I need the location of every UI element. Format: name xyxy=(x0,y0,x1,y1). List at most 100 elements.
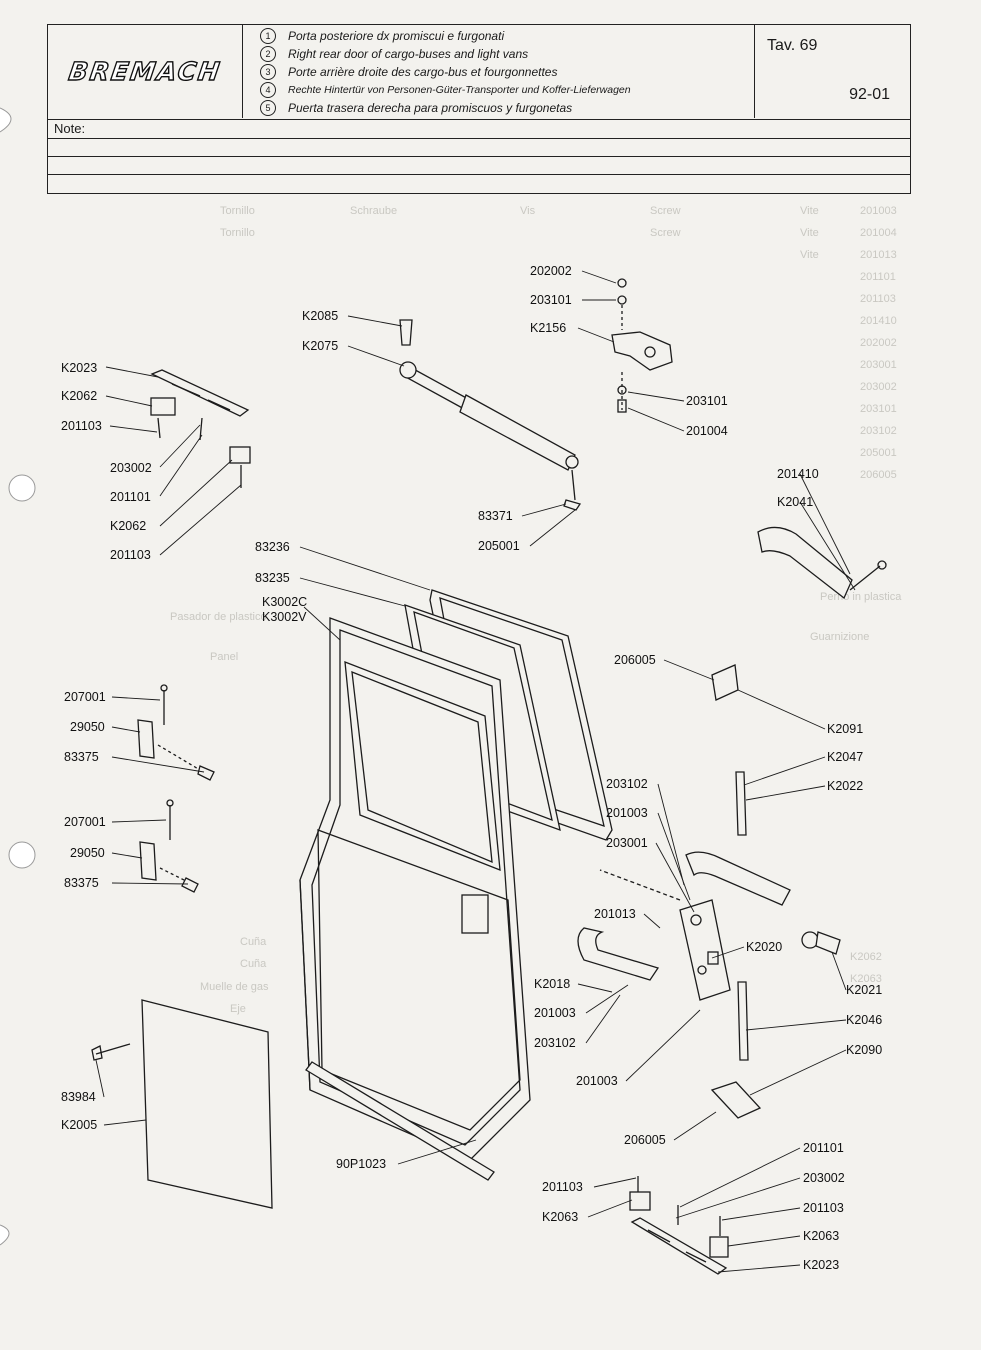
svg-text:Screw: Screw xyxy=(650,227,681,239)
left-hinge-set-lower xyxy=(139,799,199,893)
part-labels: K2023 K2062 201103 203002 201101 K2062 2… xyxy=(61,264,882,1272)
binder-hole xyxy=(0,107,12,133)
label-k2085: K2085 xyxy=(302,309,338,323)
label-29050: 29050 xyxy=(70,846,105,860)
title-text: Rechte Hintertür von Personen-Güter-Tran… xyxy=(288,84,631,96)
svg-text:K2063: K2063 xyxy=(850,973,882,985)
label-k2041: K2041 xyxy=(777,495,813,509)
svg-text:Muelle de gas: Muelle de gas xyxy=(200,981,269,993)
svg-text:Schraube: Schraube xyxy=(350,205,397,217)
revision-code: 92-01 xyxy=(849,86,890,103)
notes-label: Note: xyxy=(54,121,86,136)
label-201101: 201101 xyxy=(803,1141,844,1155)
label-29050: 29050 xyxy=(70,720,105,734)
label-201003: 201003 xyxy=(534,1006,576,1020)
label-201103: 201103 xyxy=(110,548,151,562)
logo-cell: BREMACH xyxy=(48,25,243,118)
gas-spring xyxy=(399,319,582,511)
svg-text:201103: 201103 xyxy=(860,293,896,305)
svg-text:Panel: Panel xyxy=(210,651,238,663)
svg-text:202002: 202002 xyxy=(860,337,897,349)
title-number: 5 xyxy=(260,100,276,116)
label-k2062: K2062 xyxy=(61,389,97,403)
svg-text:Tornillo: Tornillo xyxy=(220,227,255,239)
title-line-en: 2 Right rear door of cargo-buses and ligh… xyxy=(248,45,748,63)
table-number: Tav. 69 xyxy=(767,37,818,54)
svg-text:203101: 203101 xyxy=(860,403,897,415)
label-k2020: K2020 xyxy=(746,940,782,954)
svg-text:201101: 201101 xyxy=(860,271,896,283)
label-k2062: K2062 xyxy=(110,519,146,533)
label-k2046: K2046 xyxy=(846,1013,882,1027)
title-number: 4 xyxy=(260,82,276,98)
label-207001: 207001 xyxy=(64,690,106,704)
label-201103: 201103 xyxy=(803,1201,844,1215)
label-90p1023: 90P1023 xyxy=(336,1157,386,1171)
label-201410: 201410 xyxy=(777,467,819,481)
label-k2022: K2022 xyxy=(827,779,863,793)
label-203101: 203101 xyxy=(530,293,572,307)
label-k3002c: K3002C xyxy=(262,595,307,609)
label-k2091: K2091 xyxy=(827,722,863,736)
label-83236: 83236 xyxy=(255,540,290,554)
svg-text:203001: 203001 xyxy=(860,359,897,371)
label-201003: 201003 xyxy=(606,806,648,820)
label-205001: 205001 xyxy=(478,539,520,553)
label-k2023: K2023 xyxy=(61,361,97,375)
svg-text:Cuña: Cuña xyxy=(240,958,267,970)
binder-hole xyxy=(8,841,36,869)
label-k2063: K2063 xyxy=(803,1229,839,1243)
label-207001: 207001 xyxy=(64,815,106,829)
label-202002: 202002 xyxy=(530,264,572,278)
label-k2018: K2018 xyxy=(534,977,570,991)
title-line-de: 4 Rechte Hintertür von Personen-Güter-Tra… xyxy=(248,81,748,99)
label-201013: 201013 xyxy=(594,907,636,921)
notes-row-line xyxy=(48,174,910,175)
label-201003: 201003 xyxy=(576,1074,618,1088)
svg-text:K2062: K2062 xyxy=(850,951,882,963)
label-k3002v: K3002V xyxy=(262,610,307,624)
lower-hinge-plate xyxy=(629,1176,729,1275)
label-k2090: K2090 xyxy=(846,1043,882,1057)
inner-door-panel xyxy=(91,999,273,1209)
rear-door-panel xyxy=(299,617,531,1161)
leader-lines xyxy=(95,270,856,1273)
part-drawings xyxy=(91,270,887,1275)
svg-text:Vite: Vite xyxy=(800,227,819,239)
bottom-seal-strip xyxy=(305,1061,495,1181)
label-k2156: K2156 xyxy=(530,321,566,335)
label-203102: 203102 xyxy=(606,777,648,791)
svg-text:201013: 201013 xyxy=(860,249,897,261)
label-k2075: K2075 xyxy=(302,339,338,353)
svg-text:Vite: Vite xyxy=(800,205,819,217)
label-k2063: K2063 xyxy=(542,1210,578,1224)
label-83375: 83375 xyxy=(64,750,99,764)
label-203001: 203001 xyxy=(606,836,648,850)
notes-row-line xyxy=(48,138,910,139)
label-83371: 83371 xyxy=(478,509,513,523)
svg-text:201004: 201004 xyxy=(860,227,897,239)
svg-text:201003: 201003 xyxy=(860,205,897,217)
label-203002: 203002 xyxy=(803,1171,845,1185)
label-201101: 201101 xyxy=(110,490,151,504)
door-lock-assembly xyxy=(577,664,841,1119)
interior-grab-handle xyxy=(757,526,887,600)
label-k2005: K2005 xyxy=(61,1118,97,1132)
title-number: 2 xyxy=(260,46,276,62)
label-83235: 83235 xyxy=(255,571,290,585)
label-201103: 201103 xyxy=(542,1180,583,1194)
label-k2021: K2021 xyxy=(846,983,882,997)
svg-text:201410: 201410 xyxy=(860,315,897,327)
left-hinge-set-upper xyxy=(137,684,215,781)
label-83375: 83375 xyxy=(64,876,99,890)
label-203101: 203101 xyxy=(686,394,728,408)
svg-text:Eje: Eje xyxy=(230,1003,246,1015)
svg-text:Pasador de plastico: Pasador de plastico xyxy=(170,611,267,623)
title-text: Right rear door of cargo-buses and light… xyxy=(288,47,529,61)
